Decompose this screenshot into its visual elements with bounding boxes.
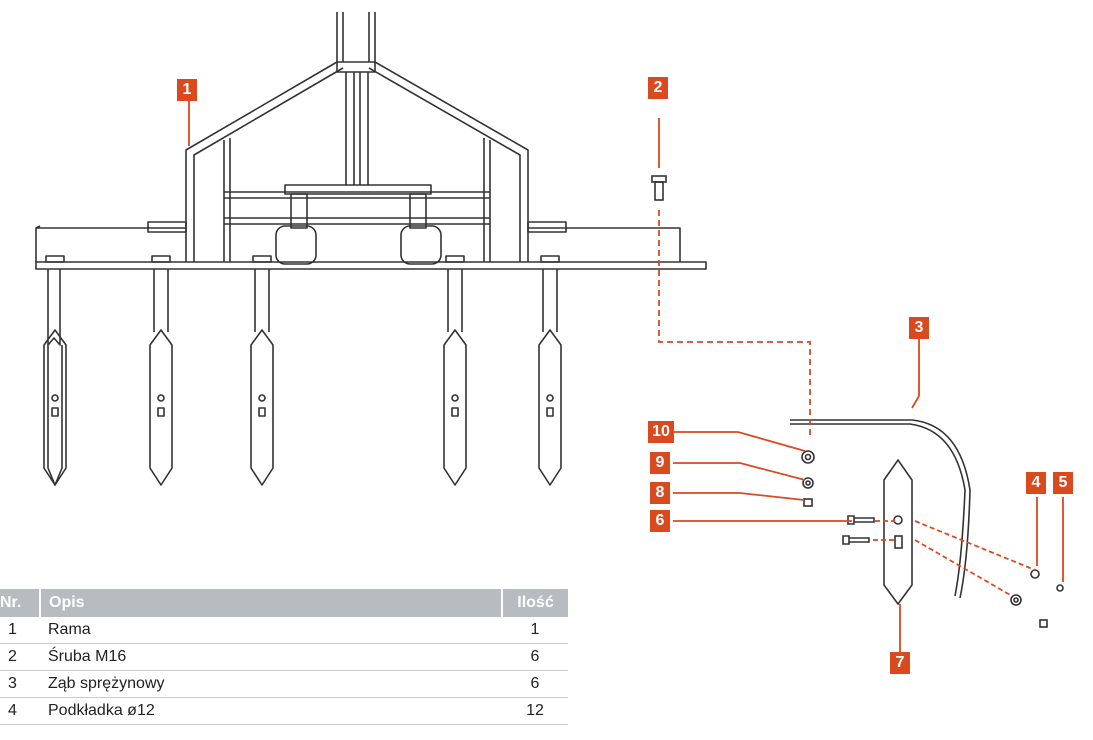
header-nr: Nr. <box>0 589 41 617</box>
callout-6: 6 <box>650 510 670 532</box>
callout-5: 5 <box>1053 472 1073 494</box>
table-row: 1 Rama 1 <box>0 617 568 644</box>
table-row: 4 Podkładka ø12 12 <box>0 697 568 725</box>
cell-ilosc: 12 <box>502 697 568 725</box>
callout-4: 4 <box>1026 472 1046 494</box>
callout-1: 1 <box>177 79 197 101</box>
assembly-drawing <box>790 419 1064 628</box>
cell-opis: Rama <box>40 617 502 644</box>
header-ilosc: Ilość <box>502 589 568 617</box>
callout-9: 9 <box>650 452 670 474</box>
parts-table: Nr. Opis Ilość 1 Rama 1 2 Śruba M16 6 3 … <box>0 589 568 725</box>
cell-ilosc: 6 <box>502 670 568 698</box>
frame-drawing <box>35 12 707 270</box>
bolt-drawing <box>651 175 667 201</box>
callout-3: 3 <box>909 317 929 339</box>
cell-opis: Ząb sprężynowy <box>40 670 502 698</box>
callout-10: 10 <box>648 421 674 443</box>
header-opis: Opis <box>40 589 503 617</box>
callout-2: 2 <box>648 77 668 99</box>
cell-nr: 3 <box>0 670 40 698</box>
table-header-row: Nr. Opis Ilość <box>0 589 568 617</box>
cell-nr: 1 <box>0 617 40 644</box>
cell-ilosc: 1 <box>502 617 568 644</box>
leader-lines <box>188 101 1064 652</box>
callout-7: 7 <box>890 652 910 674</box>
cell-ilosc: 6 <box>502 643 568 671</box>
callout-8: 8 <box>650 482 670 504</box>
table-row: 3 Ząb sprężynowy 6 <box>0 670 568 698</box>
table-row: 2 Śruba M16 6 <box>0 643 568 671</box>
cell-opis: Podkładka ø12 <box>40 697 502 725</box>
tine-shanks <box>43 255 562 486</box>
cell-opis: Śruba M16 <box>40 643 502 671</box>
cell-nr: 4 <box>0 697 40 725</box>
cell-nr: 2 <box>0 643 40 671</box>
